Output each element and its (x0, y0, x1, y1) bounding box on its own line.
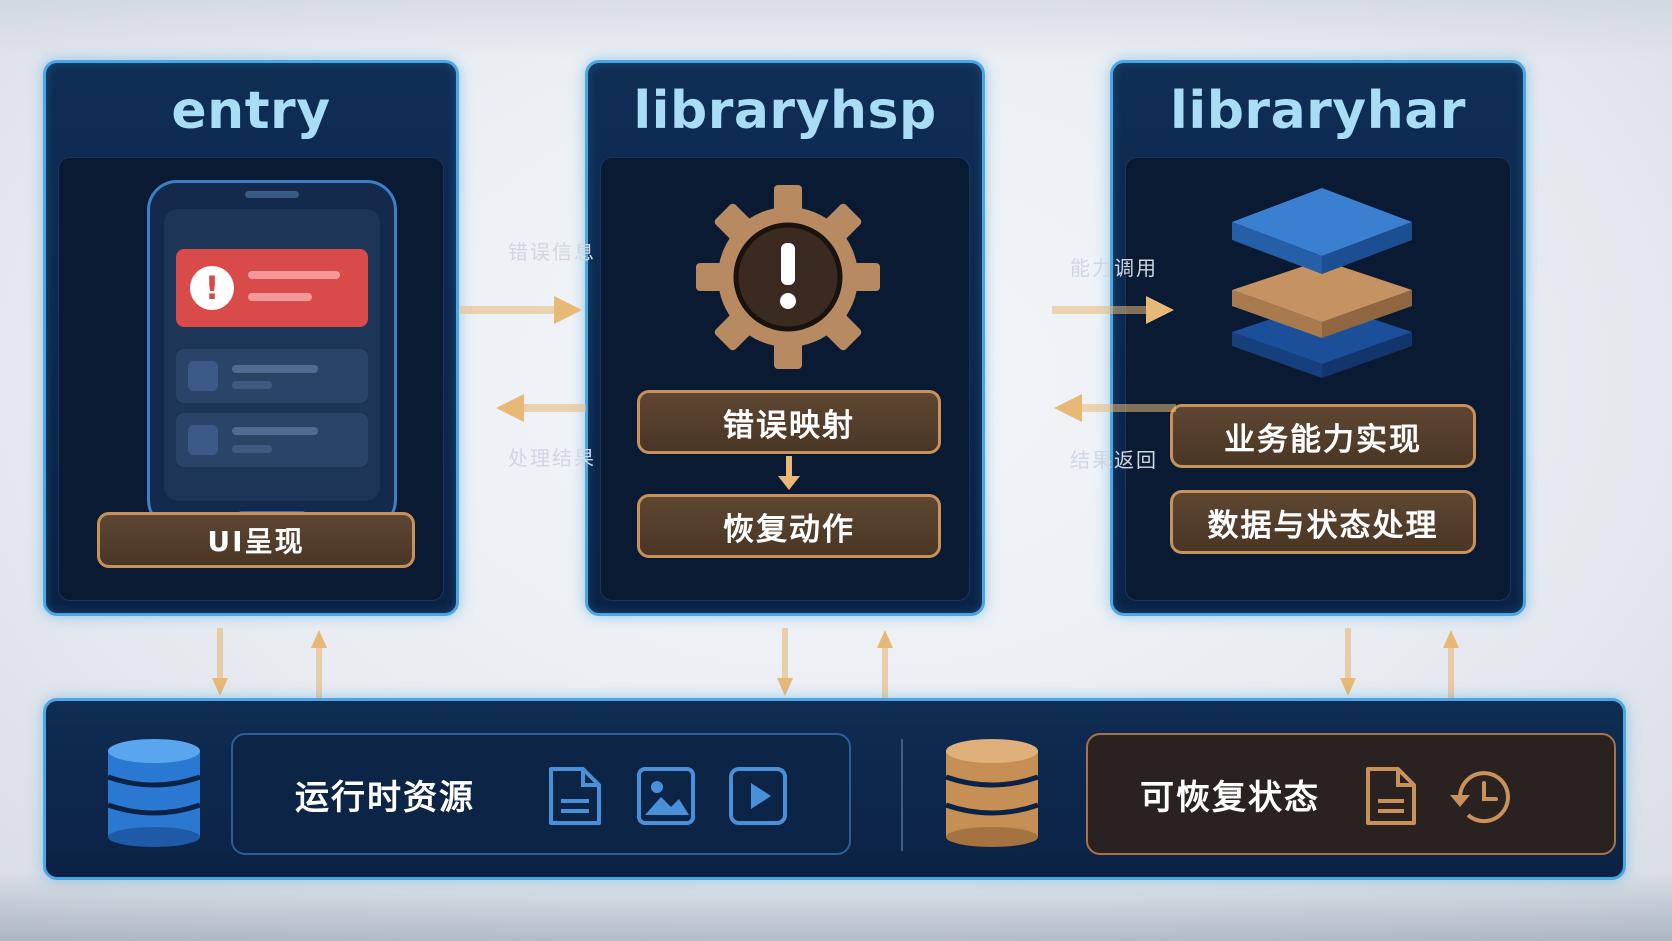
list-row (176, 349, 368, 403)
entry-title: entry (171, 81, 331, 141)
business-capability-pill: 业务能力实现 (1170, 404, 1476, 468)
left-arrow-icon (496, 394, 586, 422)
document-icon (549, 767, 601, 825)
storage-divider (901, 739, 903, 851)
entry-inner: ! UI呈现 (58, 157, 444, 601)
har-title: libraryhar (1170, 81, 1466, 141)
right-arrow-icon (460, 296, 582, 324)
row-line (232, 381, 272, 389)
runtime-resources-label: 运行时资源 (295, 777, 475, 818)
up-arrow-icon (311, 630, 327, 698)
hsp-title: libraryhsp (633, 81, 937, 141)
up-arrow-icon (1443, 630, 1459, 698)
row-thumb (188, 425, 218, 455)
entry-panel: entry ! (43, 60, 459, 616)
row-line (232, 445, 272, 453)
up-arrow-icon (877, 630, 893, 698)
recoverable-state-slot: 可恢复状态 (1086, 733, 1616, 855)
har-panel: libraryhar 业务能力实现 数据与状态处理 (1110, 60, 1526, 616)
phone-screen: ! (164, 209, 380, 501)
top-haze (0, 0, 1672, 60)
down-arrow-icon (778, 456, 800, 490)
layer-stack-icon (1232, 188, 1412, 378)
ui-render-pill: UI呈现 (97, 512, 415, 568)
error-alert: ! (176, 249, 368, 327)
video-icon (729, 767, 787, 825)
row-line (232, 365, 318, 373)
phone-error-icon: ! (147, 180, 397, 530)
bottom-haze (0, 871, 1672, 941)
row-thumb (188, 361, 218, 391)
list-row (176, 413, 368, 467)
gear-exclamation-icon (696, 185, 880, 369)
document-icon (1366, 767, 1416, 825)
arrow-label-har-to-hsp: 结果返回 (1070, 448, 1158, 472)
runtime-resources-slot: 运行时资源 (231, 733, 851, 855)
storage-bar: 运行时资源 可恢复状态 (43, 698, 1626, 880)
database-blue-icon (107, 739, 201, 847)
row-line (232, 427, 318, 435)
recoverable-state-label: 可恢复状态 (1140, 777, 1320, 818)
har-inner: 业务能力实现 数据与状态处理 (1125, 157, 1511, 601)
down-arrow-icon (212, 628, 228, 696)
hsp-panel: libraryhsp 错误映射 (585, 60, 985, 616)
exclamation-icon: ! (190, 266, 234, 310)
arrow-label-hsp-to-entry: 处理结果 (508, 446, 596, 470)
data-state-pill: 数据与状态处理 (1170, 490, 1476, 554)
down-arrow-icon (1340, 628, 1356, 696)
alert-line (248, 271, 340, 279)
image-icon (637, 767, 695, 825)
arrow-label-entry-to-hsp: 错误信息 (508, 240, 596, 264)
phone-notch (245, 191, 299, 198)
right-arrow-icon (1052, 296, 1174, 324)
down-arrow-icon (777, 628, 793, 696)
history-clock-icon (1450, 771, 1510, 824)
error-mapping-pill: 错误映射 (637, 390, 941, 454)
hsp-inner: 错误映射 恢复动作 (600, 157, 970, 601)
left-arrow-icon (1054, 394, 1176, 422)
database-gold-icon (945, 739, 1039, 847)
arrow-label-hsp-to-har: 能力调用 (1070, 256, 1158, 280)
recovery-action-pill: 恢复动作 (637, 494, 941, 558)
alert-line (248, 293, 312, 301)
